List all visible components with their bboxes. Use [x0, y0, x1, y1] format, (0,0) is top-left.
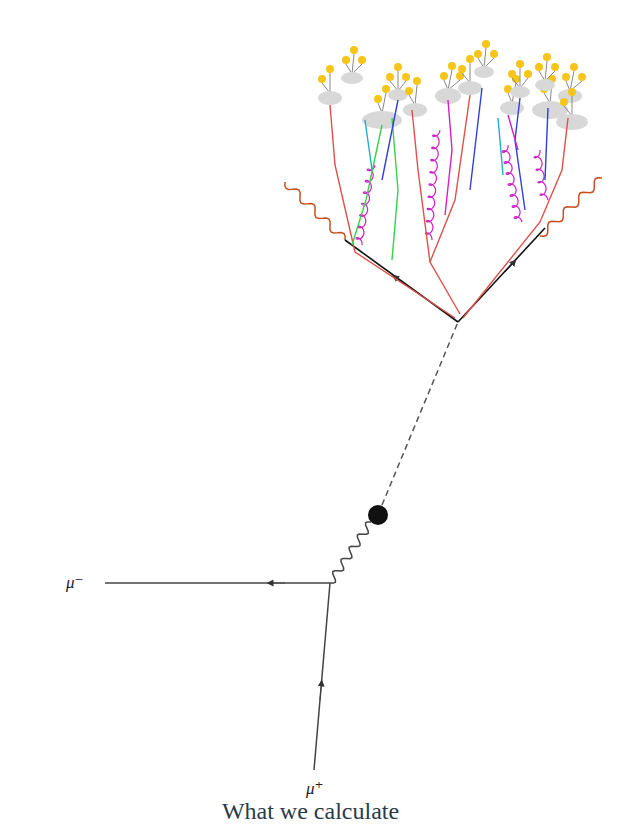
hadron-dot [440, 72, 448, 80]
hadron-dot [394, 63, 402, 71]
hadron-dot [490, 50, 498, 58]
hadron-dot [568, 88, 576, 96]
dashed-propagator [382, 322, 458, 505]
cluster-blob [388, 89, 408, 101]
hadron-dot [560, 98, 568, 106]
hadron-dot [570, 63, 578, 71]
hadron-stick [330, 73, 331, 93]
cluster-blob [458, 81, 482, 95]
photon-wave [285, 182, 345, 240]
cluster-blob [556, 114, 588, 130]
hadron-dot [524, 70, 532, 78]
hadron-dot [350, 46, 358, 54]
hadron-dot [458, 65, 466, 73]
hadron-stick [470, 63, 471, 83]
hadron-dot [342, 56, 350, 64]
hadron-stick [572, 96, 573, 116]
photon-wave [540, 178, 602, 237]
cluster-blob [341, 72, 363, 84]
arrow-head [320, 683, 322, 700]
cluster-blob [510, 86, 530, 98]
antimuon-line [314, 583, 330, 770]
cluster-blob [403, 103, 427, 117]
cluster-blob [535, 79, 555, 91]
hadron-dot [578, 73, 586, 81]
gluon-curl [426, 130, 441, 240]
hadron-dot [326, 65, 334, 73]
caption: What we calculate [0, 798, 621, 825]
hadron-stick [545, 61, 547, 81]
hadron-dot [562, 73, 570, 81]
photon-wave [330, 522, 371, 583]
hadron-dot [508, 70, 516, 78]
cluster-blob [500, 101, 524, 115]
hadron-stick [484, 48, 486, 68]
particle-label: μ⁺ [306, 778, 324, 799]
hadron-dot [448, 62, 456, 70]
hadron-dot [551, 63, 559, 71]
hadron-dot [516, 60, 524, 68]
gluon-curl [502, 145, 522, 222]
hadron-dot [405, 87, 413, 95]
hadron-dot [318, 75, 326, 83]
muon-line [105, 582, 330, 584]
hadron-stick [352, 54, 354, 74]
hadron-stick [382, 93, 386, 113]
cluster-blob [474, 66, 494, 78]
hadron-dot [374, 95, 382, 103]
arrow-head [395, 277, 405, 284]
particle-label: μ⁻ [66, 572, 84, 593]
colour-lines [330, 88, 568, 318]
hadron-dot [482, 40, 490, 48]
hadron-dot [382, 85, 390, 93]
hadron-dot [466, 55, 474, 63]
hadron-dot [543, 53, 551, 61]
hadron-stick [398, 71, 399, 91]
hadron-stick [415, 85, 417, 105]
hadron-dot [413, 77, 421, 85]
hadron-dot [474, 50, 482, 58]
hadron-stick [520, 68, 521, 88]
cluster-blob [318, 91, 342, 105]
hadron-dot [402, 73, 410, 81]
hadron-dot [535, 63, 543, 71]
arrow-head [270, 583, 285, 584]
hadron-dot [386, 73, 394, 81]
hadron-dot [358, 56, 366, 64]
gluon-curl [356, 165, 375, 245]
